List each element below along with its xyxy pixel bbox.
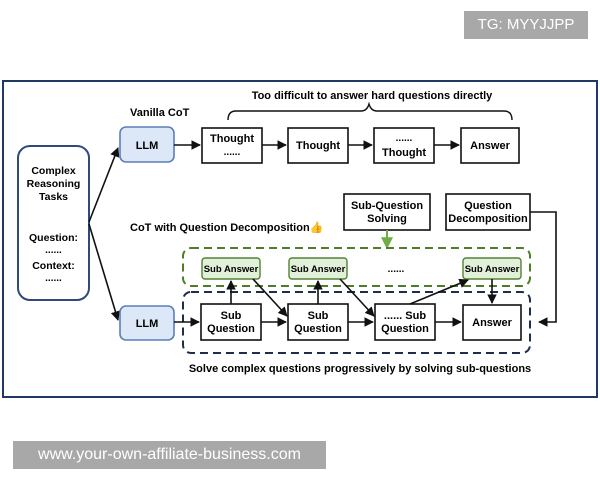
sub-question-solving-line-1: Sub-Question: [351, 200, 423, 212]
sub-question-1-line-2: Question: [207, 323, 255, 335]
branch-arrow-top: [88, 147, 120, 223]
decomp-answer-label: Answer: [472, 317, 512, 329]
thought-1-label: Thought: [210, 133, 254, 145]
vanilla-answer-label: Answer: [470, 140, 510, 152]
decomp-llm-label: LLM: [136, 318, 159, 330]
input-line-2: Reasoning: [27, 178, 81, 190]
decomp-answer-box: [462, 304, 522, 341]
branch-arrow-bottom: [88, 223, 121, 321]
subq3-to-subanswer3-arrow: [409, 278, 469, 305]
sub-question-box-2: [287, 303, 349, 341]
thought-box-2: [287, 127, 349, 164]
subanswer2-to-subq3-arrow: [339, 278, 375, 317]
brace-label: Too difficult to answer hard questions d…: [252, 90, 493, 102]
complex-tasks-box: [17, 145, 90, 301]
subanswer1-to-subq2-arrow: [252, 278, 288, 317]
sub-question-2-line-2: Question: [294, 323, 342, 335]
thought-3-dots: ......: [396, 133, 413, 144]
input-line-3: Tasks: [39, 191, 68, 203]
decomp-title: CoT with Question Decomposition👍: [130, 221, 323, 234]
vanilla-answer-box: [460, 127, 520, 164]
question-decomposition-line-1: Question: [464, 200, 512, 212]
sub-question-box-3: [374, 303, 436, 341]
thought-box-1: [201, 127, 263, 164]
sub-question-2-line-1: Sub: [308, 310, 329, 322]
thought-box-3: [373, 127, 435, 164]
brace: [227, 101, 513, 121]
sub-answer-container: [182, 247, 531, 287]
sub-question-solving-line-2: Solving: [367, 213, 407, 225]
sub-question-3-line-2: Question: [381, 323, 429, 335]
thought-2-label: Thought: [296, 140, 340, 152]
decomposition-arrow: [530, 211, 557, 327]
sub-answer-box-1: [201, 257, 261, 280]
thought-1-dots: ......: [224, 147, 241, 158]
question-decomposition-line-2: Decomposition: [448, 213, 528, 225]
thought-3-label: Thought: [382, 147, 426, 159]
context-dots: ......: [45, 273, 62, 284]
sub-answer-1-label: Sub Answer: [204, 264, 259, 275]
question-dots: ......: [45, 245, 62, 256]
decomp-bottom-label: Solve complex questions progressively by…: [189, 363, 531, 375]
vanilla-llm-label: LLM: [136, 140, 159, 152]
sub-question-container: [182, 291, 531, 354]
vanilla-cot-title: Vanilla CoT: [130, 107, 190, 119]
sub-question-1-line-1: Sub: [221, 310, 242, 322]
sub-answer-3-label: Sub Answer: [465, 264, 520, 275]
question-label: Question:: [29, 232, 78, 244]
decomp-llm-box: [119, 305, 175, 341]
sub-answer-dots: ......: [388, 264, 405, 275]
sub-answer-box-2: [288, 257, 348, 280]
watermark-bottom: www.your-own-affiliate-business.com: [13, 441, 326, 469]
sub-question-box-1: [200, 303, 262, 341]
thumbs-up-icon: 👍: [310, 221, 324, 234]
context-label: Context:: [32, 260, 75, 272]
input-line-1: Complex: [31, 165, 76, 177]
sub-question-3-line-1: ...... Sub: [384, 310, 426, 322]
sub-answer-2-label: Sub Answer: [291, 264, 346, 275]
watermark-top: TG: MYYJJPP: [464, 11, 588, 39]
question-decomposition-box: [445, 193, 531, 231]
